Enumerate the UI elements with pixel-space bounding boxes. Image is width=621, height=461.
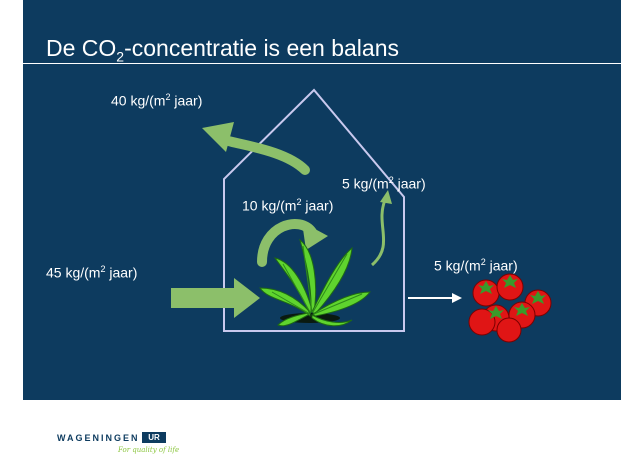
content-panel <box>23 0 621 400</box>
label-uptake-upper: 5 kg/(m2 jaar) <box>342 175 426 192</box>
uptake-arrow-thin-head <box>380 190 392 204</box>
label-outflow-top: 40 kg/(m2 jaar) <box>111 92 203 109</box>
footer <box>0 400 621 461</box>
slide-title: De CO2-concentratie is een balans <box>46 35 399 65</box>
label-harvest: 5 kg/(m2 jaar) <box>434 257 518 274</box>
harvest-arrow-head <box>452 293 462 303</box>
logo-tagline: For quality of life <box>118 446 180 454</box>
logo-ur-badge: UR <box>142 432 166 443</box>
outflow-arrow-top-head <box>202 122 234 152</box>
plant-illustration <box>259 238 372 327</box>
logo-text: WAGENINGEN <box>57 433 140 443</box>
tomatoes-illustration <box>468 273 552 343</box>
uptake-arrow-thin <box>370 199 387 267</box>
label-inflow: 45 kg/(m2 jaar) <box>46 264 138 281</box>
title-divider <box>23 63 621 64</box>
inflow-arrow-body <box>171 288 234 308</box>
label-plant-uptake: 10 kg/(m2 jaar) <box>242 197 334 214</box>
plant-uptake-arrow-head <box>302 222 328 250</box>
outflow-arrow-top <box>220 135 310 175</box>
inflow-arrow-head <box>234 278 260 318</box>
